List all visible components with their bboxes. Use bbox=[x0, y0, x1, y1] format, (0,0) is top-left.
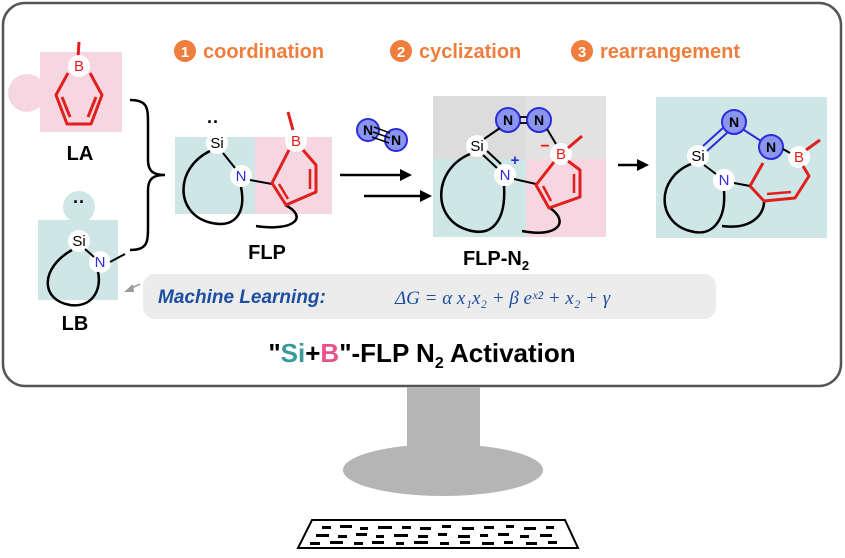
la-boron-atom: B bbox=[74, 58, 84, 75]
flp-silicon-atom: Si bbox=[210, 135, 223, 152]
caption: "Si+B"-FLP N2 Activation bbox=[268, 338, 575, 372]
step-1-badge bbox=[174, 40, 196, 62]
product-n-atom-2 bbox=[758, 134, 784, 160]
caption-rest: -FLP N bbox=[352, 338, 435, 368]
caption-plus: + bbox=[305, 338, 320, 368]
n2-atom-1: N bbox=[363, 122, 373, 138]
step-2: 2 cyclization bbox=[390, 40, 521, 63]
n2-molecule: N N bbox=[356, 118, 408, 152]
monitor-stand-base bbox=[343, 444, 543, 496]
reaction-arrows bbox=[340, 159, 649, 202]
flp-n2-n-atom-2 bbox=[526, 107, 552, 133]
ml-title: Machine Learning: bbox=[158, 287, 326, 308]
product-n-atom-1 bbox=[721, 109, 747, 135]
step-1-label: coordination bbox=[203, 41, 324, 63]
flp-label: FLP bbox=[248, 242, 286, 264]
ml-equation: ΔG = α x₁x₂ + β eˣ² + x₂ + γ bbox=[394, 288, 611, 309]
caption-quote-close: " bbox=[339, 338, 351, 368]
product-n-label-1: N bbox=[729, 114, 739, 130]
molecule-la: B LA bbox=[8, 41, 122, 165]
step-3-label: rearrangement bbox=[600, 41, 740, 63]
caption-sub: 2 bbox=[435, 355, 444, 372]
lb-nitrogen-atom: N bbox=[95, 254, 106, 271]
step-2-badge bbox=[390, 40, 412, 62]
flp-n2-n-label-2: N bbox=[534, 112, 544, 128]
flp-n2-nitrogen-atom: N bbox=[500, 167, 511, 184]
molecule-product: N N Si N B bbox=[656, 97, 827, 238]
keyboard bbox=[296, 519, 580, 549]
step-1-number: 1 bbox=[181, 44, 189, 61]
caption-tail: Activation bbox=[444, 338, 576, 368]
flp-n2-silicon-atom: Si bbox=[470, 138, 483, 155]
flp-n2-minus-charge: − bbox=[540, 138, 549, 155]
flp-n2-label: FLP-N2 bbox=[463, 248, 529, 273]
product-boron-atom: B bbox=[794, 149, 804, 166]
lb-silicon-atom: Si bbox=[72, 233, 85, 250]
n2-atom-2: N bbox=[391, 132, 401, 148]
step-3-number: 3 bbox=[578, 44, 586, 61]
la-label: LA bbox=[67, 143, 94, 165]
flp-n2-n-label-1: N bbox=[503, 112, 513, 128]
caption-quote-open: " bbox=[268, 338, 280, 368]
combine-brace bbox=[129, 98, 166, 252]
caption-b: B bbox=[320, 338, 339, 368]
molecule-flp: ·· Si N B FLP bbox=[175, 111, 332, 264]
molecule-flp-n2: N N Si N + B − FLP-N2 bbox=[433, 96, 606, 273]
lb-label: LB bbox=[62, 313, 89, 335]
molecule-lb: ·· Si N LB bbox=[38, 191, 126, 335]
flp-lone-pair: ·· bbox=[207, 112, 219, 132]
step-2-number: 2 bbox=[397, 44, 405, 61]
flp-n2-plus-charge: + bbox=[511, 152, 520, 169]
product-silicon-atom: Si bbox=[691, 148, 704, 165]
product-nitrogen-atom: N bbox=[719, 172, 730, 189]
product-n-label-2: N bbox=[766, 139, 776, 155]
flp-n2-label-sub: 2 bbox=[522, 258, 529, 273]
flp-boron-atom: B bbox=[291, 133, 301, 150]
flp-n2-n-atom-1 bbox=[495, 107, 521, 133]
step-3-badge bbox=[571, 40, 593, 62]
flp-nitrogen-atom: N bbox=[236, 168, 247, 185]
lb-lone-pair: ·· bbox=[73, 192, 85, 212]
machine-learning-panel: Machine Learning: ΔG = α x₁x₂ + β eˣ² + … bbox=[124, 274, 716, 319]
caption-si: Si bbox=[281, 338, 306, 368]
flp-n2-label-main: FLP-N bbox=[463, 248, 522, 270]
monitor bbox=[1, 1, 843, 496]
step-3: 3 rearrangement bbox=[571, 40, 740, 63]
step-2-label: cyclization bbox=[419, 41, 521, 63]
flp-n2-boron-atom: B bbox=[556, 146, 566, 163]
step-1: 1 coordination bbox=[174, 40, 324, 63]
